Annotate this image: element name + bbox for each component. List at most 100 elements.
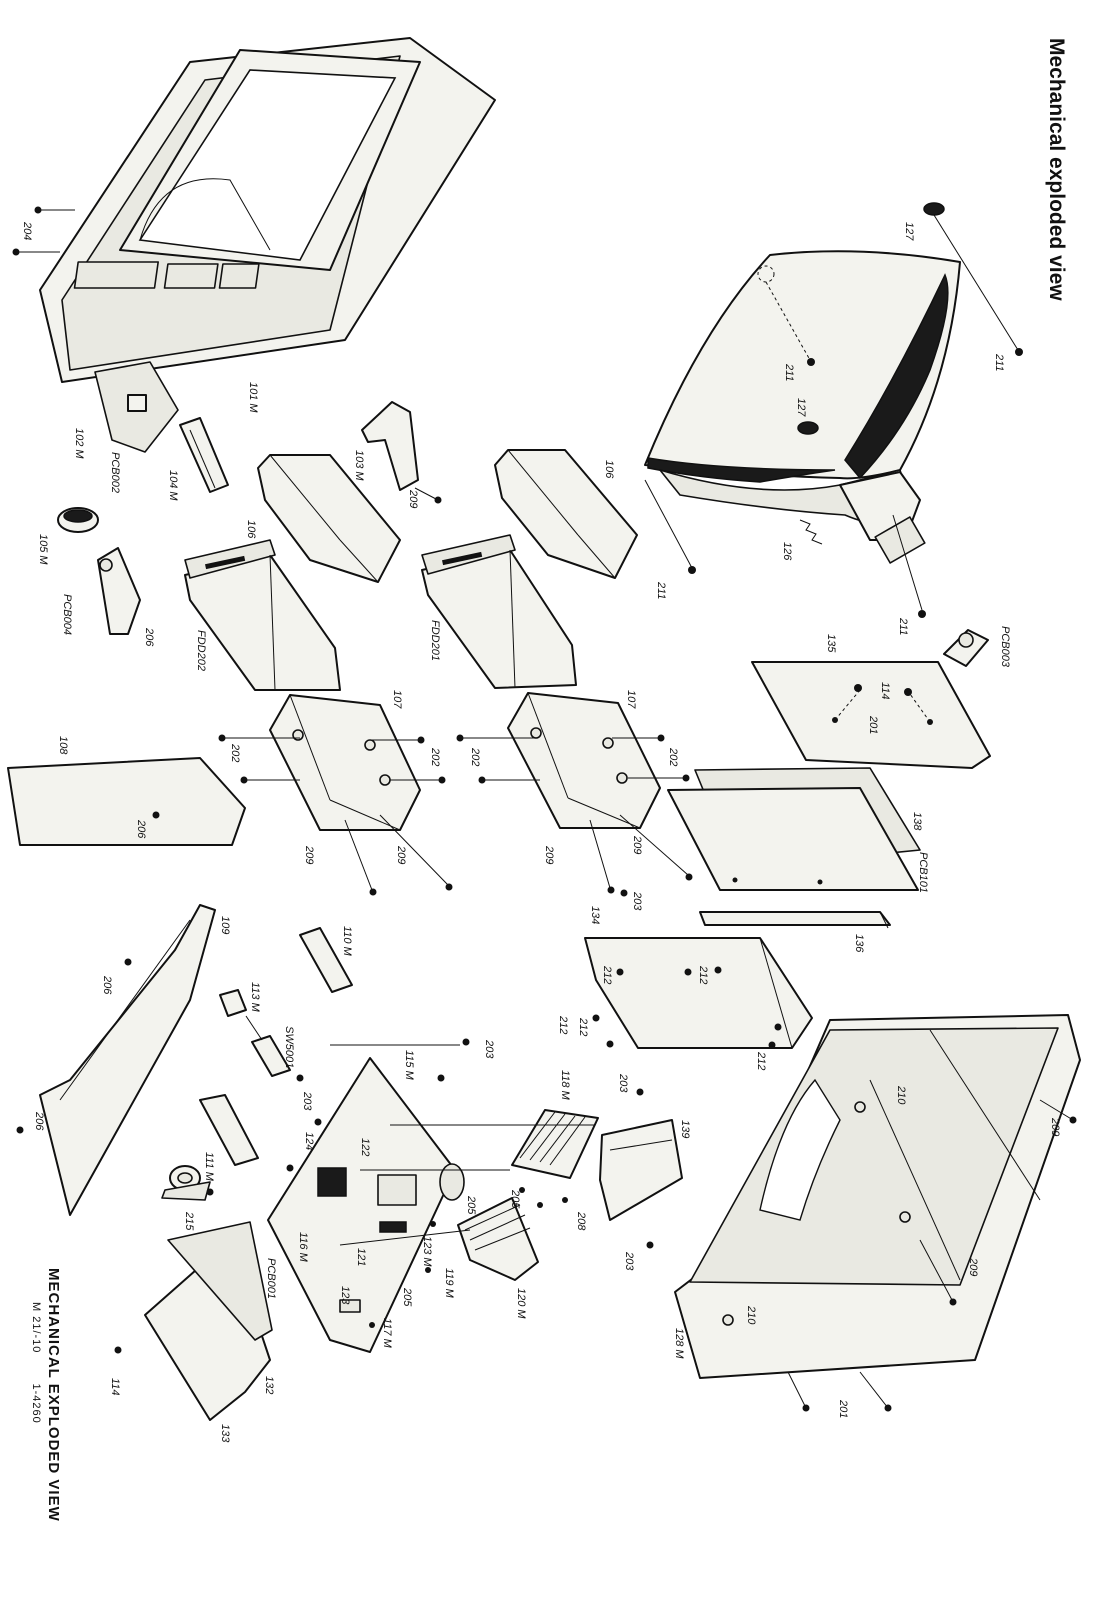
label-203a: 203 — [631, 891, 643, 911]
heatsink-118 — [511, 1109, 599, 1179]
label-209d: 209 — [543, 845, 555, 864]
label-205c: 205 — [401, 1287, 413, 1307]
label-138: 138 — [911, 812, 923, 831]
label-pcb101: PCB101 — [917, 852, 929, 893]
bracket-screws — [218, 734, 693, 897]
label-210b: 210 — [745, 1305, 757, 1325]
footer-code-left: M 21/-10 — [30, 1302, 42, 1354]
label-208: 208 — [575, 1211, 587, 1231]
label-101: 101 M — [247, 382, 259, 413]
bottom-plate — [114, 1221, 273, 1421]
label-212c: 212 — [577, 1017, 589, 1036]
label-113: 113 M — [249, 982, 261, 1013]
label-pcb004: PCB004 — [61, 594, 73, 635]
label-206a: 206 — [143, 627, 155, 647]
label-205b: 205 — [509, 1189, 521, 1209]
drive-bracket-left — [269, 694, 421, 831]
label-203b: 203 — [301, 1091, 313, 1111]
label-127b: 127 — [903, 222, 915, 241]
label-202b: 202 — [429, 747, 441, 766]
label-108: 108 — [57, 736, 69, 755]
label-136: 136 — [853, 934, 865, 953]
cage-134 — [584, 937, 813, 1049]
shield-right — [494, 449, 638, 579]
part-215 — [161, 1165, 211, 1201]
label-pcb002: PCB002 — [109, 452, 121, 493]
label-205a: 205 — [465, 1195, 477, 1215]
side-panel — [94, 361, 179, 453]
part-110 — [299, 927, 353, 993]
front-bezel — [39, 37, 496, 383]
label-202a: 202 — [229, 743, 241, 762]
label-209b: 209 — [303, 845, 315, 864]
label-209a: 209 — [407, 489, 419, 508]
label-109: 109 — [219, 916, 231, 934]
shield-left — [257, 454, 401, 583]
label-106b: 106 — [603, 460, 615, 479]
label-116: 116 M — [297, 1232, 309, 1263]
label-203d: 203 — [617, 1073, 629, 1093]
switch-5001 — [245, 1015, 291, 1077]
label-117: 117 M — [381, 1318, 393, 1349]
label-fdd202: FDD202 — [195, 630, 207, 671]
label-120: 120 M — [515, 1288, 527, 1319]
latch-part — [179, 417, 229, 493]
main-pcb-101 — [667, 787, 919, 891]
label-206d: 206 — [33, 1111, 45, 1131]
label-115: 115 M — [403, 1050, 415, 1081]
label-121: 121 — [355, 1248, 367, 1266]
label-134: 134 — [589, 906, 601, 924]
floppy-drive-202 — [184, 539, 341, 691]
label-212a: 212 — [697, 965, 709, 984]
footer-codes: M 21/-10 1-4260 — [30, 1302, 42, 1450]
long-bracket-109 — [16, 904, 216, 1216]
label-106a: 106 — [245, 520, 257, 539]
label-209c: 209 — [395, 845, 407, 864]
part-111 — [199, 1094, 259, 1166]
label-fdd201: FDD201 — [429, 620, 441, 661]
label-110: 110 M — [341, 926, 353, 957]
label-212d: 212 — [557, 1015, 569, 1034]
label-211d: 211 — [993, 353, 1005, 372]
label-211a: 211 — [655, 581, 667, 600]
label-209f: 209 — [1049, 1117, 1061, 1136]
label-203c: 203 — [483, 1039, 495, 1059]
page-title: Mechanical exploded view — [1045, 38, 1068, 301]
label-114a: 114 — [879, 682, 891, 700]
label-127a: 127 — [795, 398, 807, 417]
label-111: 111 M — [203, 1152, 215, 1182]
label-pcb001: PCB001 — [265, 1258, 277, 1299]
label-122: 122 — [359, 1138, 371, 1156]
label-123b: 123 — [339, 1286, 351, 1305]
rear-case — [674, 1014, 1081, 1412]
label-105: 105 M — [37, 534, 49, 565]
label-202c: 202 — [469, 747, 481, 766]
label-107b: 107 — [625, 690, 637, 709]
label-209g: 209 — [967, 1257, 979, 1276]
label-215: 215 — [183, 1211, 195, 1231]
label-212e: 212 — [755, 1051, 767, 1070]
label-pcb003: PCB003 — [999, 626, 1011, 668]
label-206c: 206 — [101, 975, 113, 995]
label-119: 119 M — [443, 1268, 455, 1299]
label-206b: 206 — [135, 819, 147, 839]
label-211b: 211 — [897, 617, 909, 636]
label-103: 103 M — [353, 450, 365, 481]
box-139 — [599, 1119, 683, 1221]
footer-title: MECHANICAL EXPLODED VIEW — [45, 1268, 62, 1522]
label-124: 124 — [303, 1132, 315, 1150]
label-201b: 201 — [837, 1399, 849, 1418]
small-pcb — [97, 547, 141, 635]
label-210a: 210 — [895, 1085, 907, 1105]
label-212b: 212 — [601, 965, 613, 984]
strip-136 — [699, 911, 891, 929]
label-114b: 114 — [109, 1378, 121, 1396]
socket-pcb — [943, 629, 989, 667]
power-board-115 — [267, 1057, 465, 1353]
floppy-drive-201 — [421, 534, 577, 689]
label-132: 132 — [263, 1376, 275, 1394]
label-203e: 203 — [623, 1251, 635, 1271]
label-139: 139 — [679, 1120, 691, 1138]
label-sw5001: SW5001 — [283, 1026, 295, 1068]
